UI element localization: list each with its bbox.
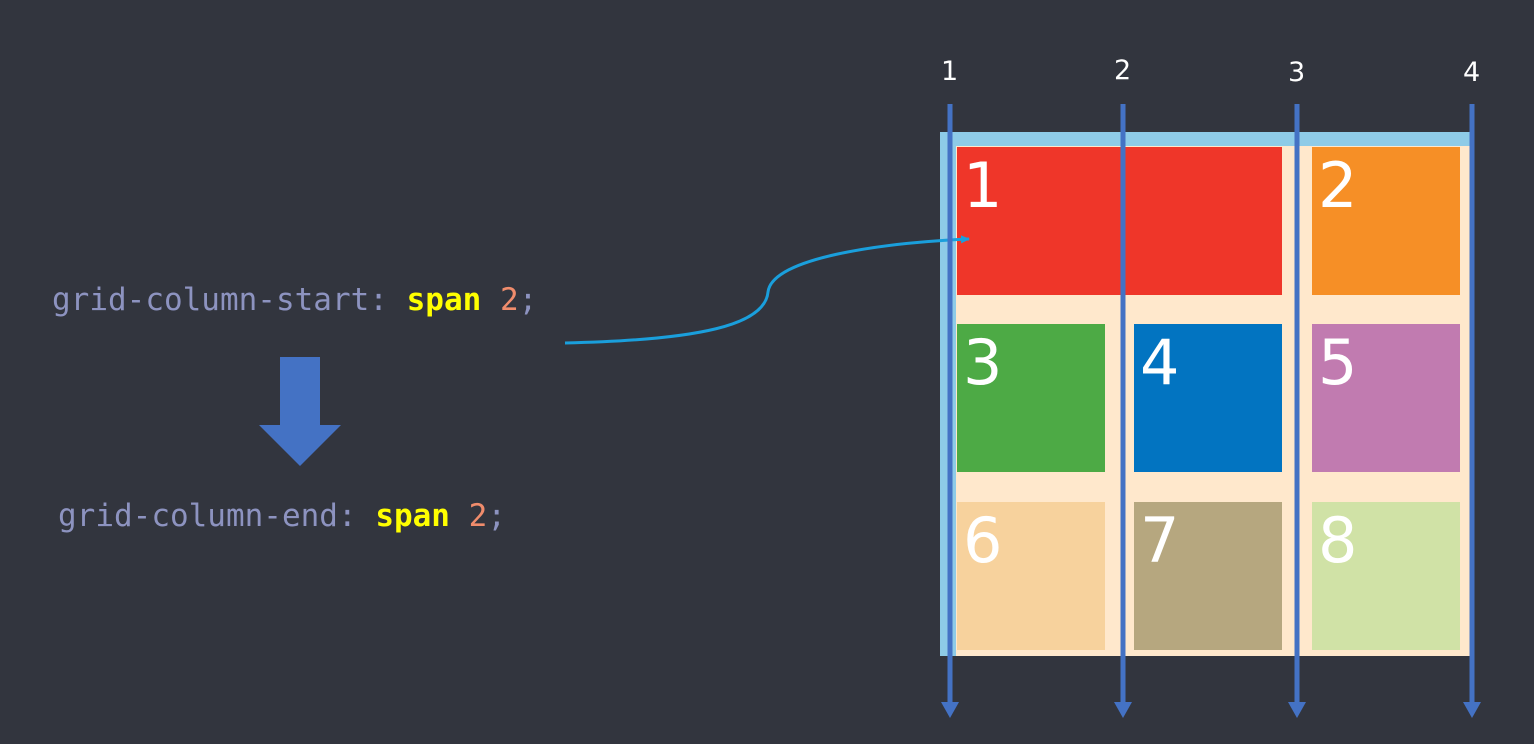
css-value-number: 2 [468,498,488,534]
grid-line-label-4: 4 [1463,57,1481,88]
code-line-grid-column-start: grid-column-start: span 2; [52,285,537,316]
grid-line-arrowhead-icon [1114,702,1132,718]
connector-curve [564,235,970,345]
grid-item-1: 1 [957,147,1282,295]
grid-item-5: 5 [1312,324,1460,472]
grid-item-8: 8 [1312,502,1460,650]
css-semicolon: ; [487,498,506,534]
code-line-grid-column-end: grid-column-end: span 2; [58,501,506,532]
css-colon: : [337,498,357,534]
down-arrow-icon [259,357,341,466]
css-value-number: 2 [499,282,519,318]
grid-item-3: 3 [957,324,1105,472]
css-keyword-span: span [375,498,450,534]
css-semicolon: ; [518,282,538,318]
grid-line-arrowhead-icon [1463,702,1481,718]
grid-line-label-1: 1 [941,56,959,87]
grid-item-2: 2 [1312,147,1460,295]
grid-item-4: 4 [1134,324,1282,472]
grid-line-arrowhead-icon [941,702,959,718]
grid-item-7: 7 [1134,502,1282,650]
grid-line-label-2: 2 [1114,55,1132,86]
grid-container-left-edge [940,132,956,656]
css-keyword-span: span [406,282,482,318]
grid-container-top-edge [940,132,1470,146]
grid-line-label-3: 3 [1288,57,1306,88]
css-property-name: grid-column-end [58,498,338,534]
grid-item-6: 6 [957,502,1105,650]
css-property-name: grid-column-start [52,282,370,318]
grid-line-arrowhead-icon [1288,702,1306,718]
css-colon: : [369,282,388,318]
